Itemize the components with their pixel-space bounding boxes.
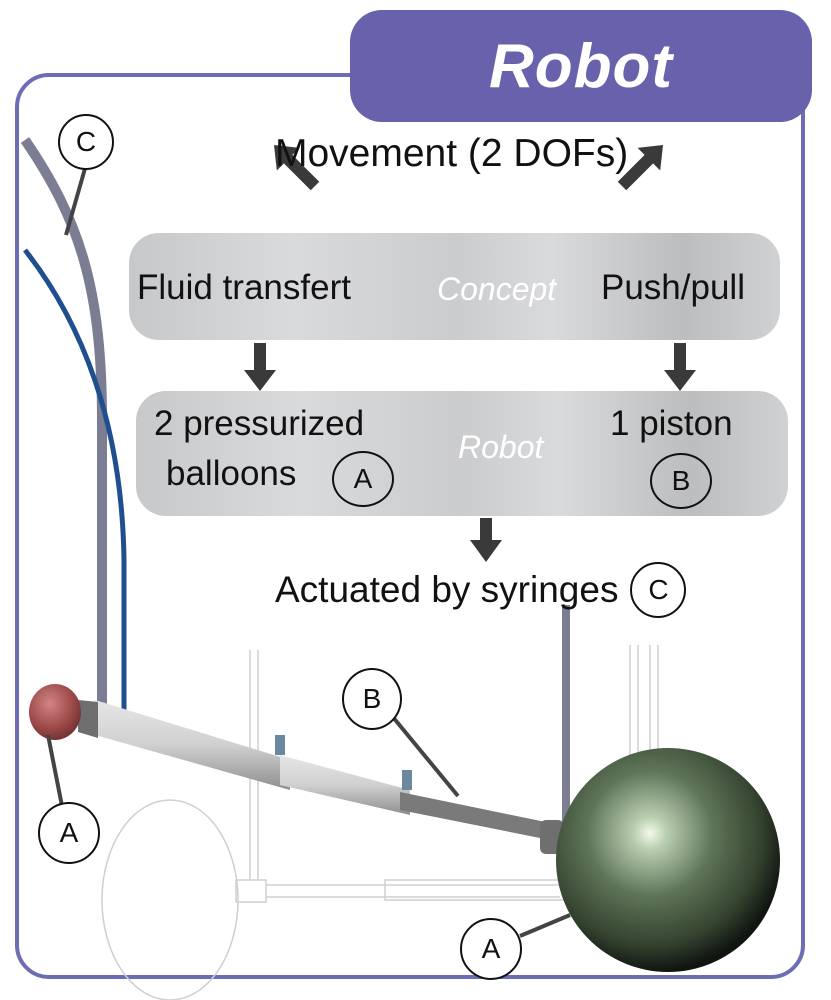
green-balloon — [556, 748, 780, 972]
concept-label: Concept — [437, 271, 557, 307]
marker-c-actuation: C — [630, 562, 687, 618]
marker-a-in-box: A — [332, 451, 394, 507]
actuation-line: Actuated by syringes C — [275, 562, 687, 618]
callout-a-green-balloon: A — [460, 918, 522, 980]
concept-box: Fluid transfert Concept Push/pull — [129, 233, 780, 340]
robot-box: 2 pressurized balloons A Robot 1 piston … — [136, 391, 788, 516]
title-text: Robot — [488, 31, 674, 101]
tube-grey — [20, 137, 107, 705]
schematic-outline — [101, 645, 659, 1000]
actuated-text: Actuated by syringes — [275, 569, 619, 610]
arrow-to-fluid — [273, 144, 320, 191]
arrow-push-to-piston — [664, 343, 696, 391]
callout-a-red-balloon: A — [38, 802, 100, 864]
title-banner: Robot — [350, 10, 812, 122]
arrow-fluid-to-balloons — [244, 343, 276, 391]
pressurized-text: 2 pressurized — [154, 404, 365, 443]
tube-blue — [23, 248, 127, 710]
piston-text: 1 piston — [610, 404, 733, 443]
balloons-text: balloons — [166, 454, 297, 493]
red-balloon — [29, 684, 81, 740]
flow-arrows — [244, 144, 696, 562]
arrow-robot-to-syringes — [470, 518, 502, 562]
callout-leaders — [46, 157, 571, 938]
robot-arm — [29, 684, 564, 854]
marker-b-in-box: B — [650, 453, 712, 509]
arrow-to-push — [617, 144, 664, 191]
fluid-transfert-text: Fluid transfert — [137, 268, 351, 307]
callout-c-tubes: C — [58, 114, 114, 170]
robot-label: Robot — [458, 429, 544, 465]
push-pull-text: Push/pull — [601, 268, 745, 307]
movement-heading: Movement (2 DOFs) — [275, 132, 629, 175]
callout-b-piston: B — [342, 668, 402, 730]
